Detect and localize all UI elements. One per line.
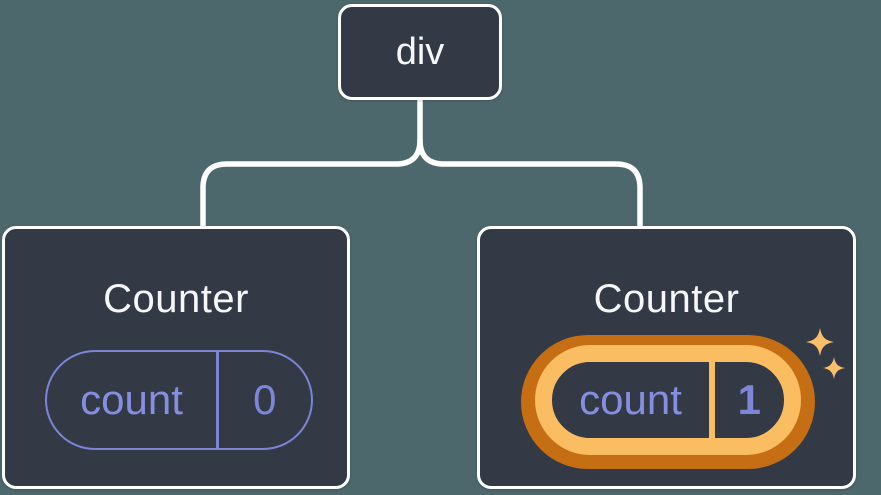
- state-key-section: count: [552, 362, 709, 438]
- state-pill-highlight-inner: count 1: [535, 345, 801, 455]
- state-key-label: count: [579, 376, 682, 423]
- sparkles-icon: [806, 328, 845, 379]
- pill-divider: [216, 352, 219, 448]
- counter-node-left: Counter count 0: [2, 226, 350, 489]
- state-value-label: 0: [253, 376, 277, 423]
- state-value-label: 1: [737, 376, 761, 423]
- pill-divider: [709, 362, 715, 438]
- state-value-section: 0: [219, 352, 312, 448]
- state-key-section: count: [47, 352, 216, 448]
- root-node-label: div: [395, 31, 445, 73]
- state-pill: count 0: [45, 350, 313, 450]
- state-key-label: count: [80, 376, 183, 423]
- state-value-section: 1: [715, 362, 785, 438]
- counter-title: Counter: [103, 277, 249, 321]
- counter-title: Counter: [593, 277, 740, 321]
- state-pill-highlighted: count 1: [521, 335, 815, 469]
- counter-node-right: Counter count 1: [477, 226, 856, 489]
- root-node-div: div: [338, 4, 502, 100]
